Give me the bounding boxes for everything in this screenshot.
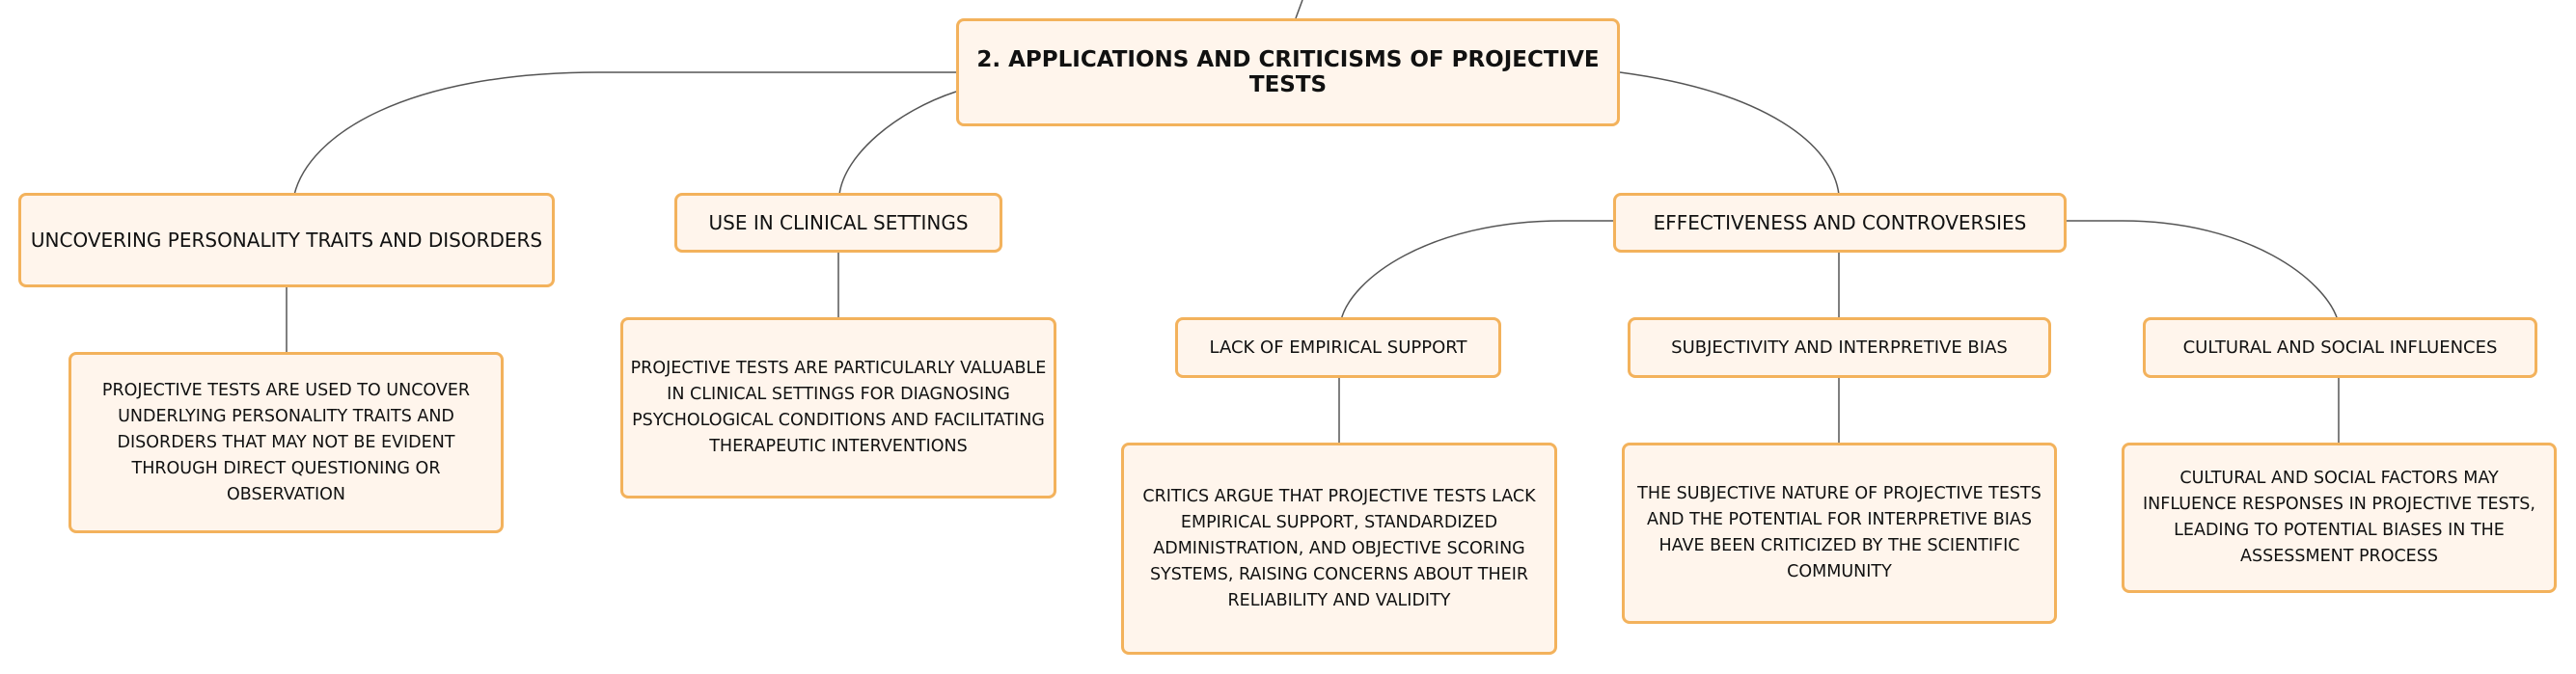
subjectivity-label: SUBJECTIVITY AND INTERPRETIVE BIAS: [1671, 337, 2008, 358]
clinical-detail-node[interactable]: PROJECTIVE TESTS ARE PARTICULARLY VALUAB…: [620, 317, 1056, 499]
connector-root-to-effectiveness: [1619, 71, 1840, 196]
empirical-detail-text: CRITICS ARGUE THAT PROJECTIVE TESTS LACK…: [1142, 486, 1536, 610]
cultural-node[interactable]: CULTURAL AND SOCIAL INFLUENCES: [2143, 317, 2537, 378]
subjectivity-detail-node[interactable]: THE SUBJECTIVE NATURE OF PROJECTIVE TEST…: [1622, 443, 2057, 624]
connector-effectiveness-to-cultural: [2064, 220, 2339, 321]
effectiveness-label: EFFECTIVENESS AND CONTROVERSIES: [1653, 211, 2027, 234]
connector-parent-to-root: [1295, 0, 1303, 19]
personality-label: UNCOVERING PERSONALITY TRAITS AND DISORD…: [30, 229, 543, 252]
root-topic-label: 2. APPLICATIONS AND CRITICISMS OF PROJEC…: [976, 47, 1600, 97]
personality-detail-node[interactable]: PROJECTIVE TESTS ARE USED TO UNCOVER UND…: [69, 352, 504, 533]
clinical-detail-text: PROJECTIVE TESTS ARE PARTICULARLY VALUAB…: [630, 359, 1047, 456]
effectiveness-node[interactable]: EFFECTIVENESS AND CONTROVERSIES: [1613, 193, 2067, 253]
subjectivity-node[interactable]: SUBJECTIVITY AND INTERPRETIVE BIAS: [1628, 317, 2051, 378]
empirical-detail-node[interactable]: CRITICS ARGUE THAT PROJECTIVE TESTS LACK…: [1121, 443, 1557, 655]
personality-detail-text: PROJECTIVE TESTS ARE USED TO UNCOVER UND…: [101, 380, 471, 504]
connector-effectiveness-to-empirical: [1340, 220, 1615, 321]
root-topic-node[interactable]: 2. APPLICATIONS AND CRITICISMS OF PROJEC…: [956, 18, 1620, 126]
cultural-label: CULTURAL AND SOCIAL INFLUENCES: [2182, 337, 2498, 358]
connector-root-to-personality: [293, 71, 956, 196]
connector-root-to-clinical: [838, 91, 957, 196]
empirical-label: LACK OF EMPIRICAL SUPPORT: [1209, 337, 1467, 358]
cultural-detail-text: CULTURAL AND SOCIAL FACTORS MAY INFLUENC…: [2143, 469, 2535, 566]
clinical-label: USE IN CLINICAL SETTINGS: [708, 211, 969, 234]
clinical-node[interactable]: USE IN CLINICAL SETTINGS: [674, 193, 1002, 253]
empirical-node[interactable]: LACK OF EMPIRICAL SUPPORT: [1175, 317, 1501, 378]
cultural-detail-node[interactable]: CULTURAL AND SOCIAL FACTORS MAY INFLUENC…: [2122, 443, 2557, 593]
subjectivity-detail-text: THE SUBJECTIVE NATURE OF PROJECTIVE TEST…: [1637, 484, 2042, 581]
personality-node[interactable]: UNCOVERING PERSONALITY TRAITS AND DISORD…: [18, 193, 555, 287]
